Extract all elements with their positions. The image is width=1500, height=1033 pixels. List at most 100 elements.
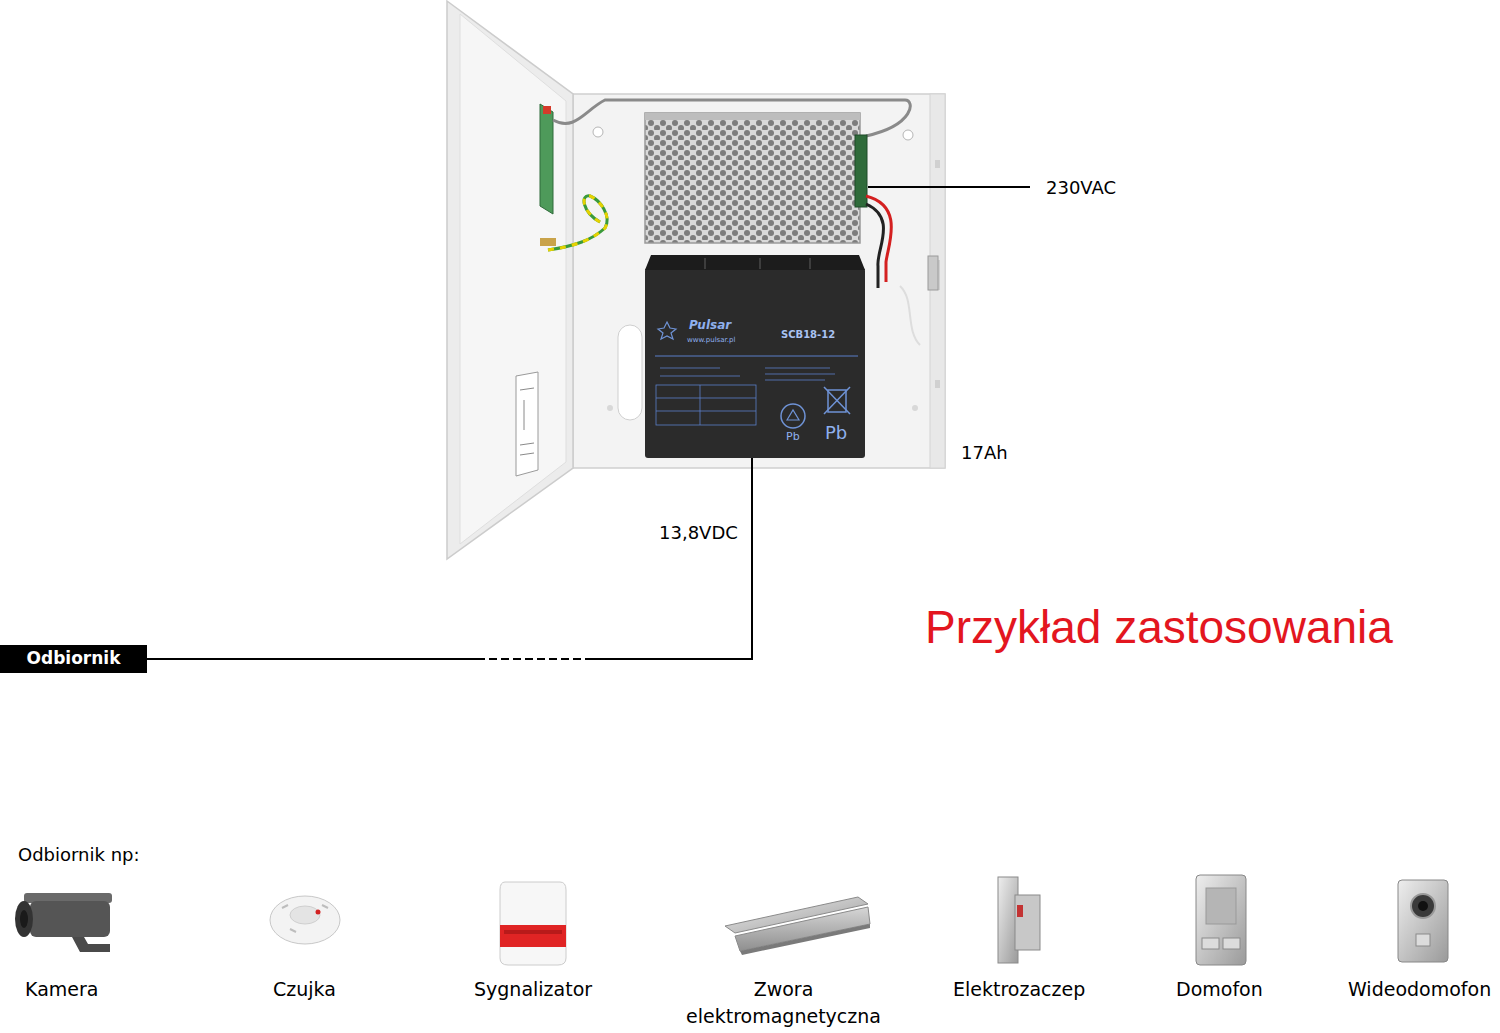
recycle-arrows	[787, 410, 799, 420]
voltage-label: 230VAC	[1046, 177, 1116, 199]
siren-lamp-line	[504, 930, 562, 934]
device-caption: Czujka	[273, 976, 336, 1003]
device-caption: Elektrozaczep	[953, 976, 1085, 1003]
sticker-line	[520, 443, 534, 445]
ridge	[704, 258, 706, 269]
psu-flange	[645, 113, 860, 120]
logo-star	[658, 322, 676, 339]
text-line	[660, 368, 720, 369]
device-caption: Domofon	[1176, 976, 1263, 1003]
enclosure-door	[447, 1, 573, 559]
videophone-panel	[1398, 880, 1448, 962]
device-caption: Wideodomofon	[1348, 976, 1491, 1003]
table-line	[656, 398, 756, 399]
brand-name: Pulsar	[689, 319, 731, 333]
detector-vents	[282, 905, 328, 932]
maglock-icon	[725, 897, 870, 955]
lid-ridges	[705, 258, 810, 269]
tamper-pcb	[540, 104, 553, 214]
videophone-icon	[1398, 880, 1448, 962]
receiver-name: Odbiornik	[27, 649, 121, 669]
power-cable	[147, 458, 752, 659]
detector-led	[316, 910, 321, 915]
device-caption: Zwora elektromagnetyczna	[676, 976, 891, 1030]
camera-glass	[20, 910, 28, 928]
intercom-icon	[1196, 875, 1246, 965]
table-line	[656, 411, 756, 412]
earth-wire	[548, 196, 607, 250]
battery-body	[645, 268, 865, 458]
intercom-panel	[1196, 875, 1246, 965]
device-caption: Kamera	[25, 976, 98, 1003]
vent	[290, 929, 296, 932]
strike-body	[1015, 895, 1040, 950]
lead-mark: Pb	[786, 431, 800, 444]
strike-detail	[1017, 905, 1023, 917]
camera-body	[30, 901, 110, 937]
siren-icon	[500, 882, 566, 965]
text-line	[765, 374, 835, 375]
videophone-button	[1416, 934, 1430, 946]
battery: Pulsar www.pulsar.pl SCB18-12Pb Pb	[645, 255, 865, 458]
siren-housing	[500, 882, 566, 965]
vent	[282, 905, 288, 908]
crossed-bin	[824, 387, 850, 414]
table-frame	[656, 385, 756, 425]
sticker-lines	[520, 388, 534, 455]
diagram-title: Przykład zastosowania	[925, 600, 1393, 655]
spec-table	[656, 368, 835, 425]
lead-mark: Pb	[825, 423, 847, 444]
label-rule	[655, 356, 858, 357]
tamper-switch	[928, 256, 938, 290]
mains-leader	[868, 186, 1030, 188]
cable-slot	[618, 325, 642, 420]
battery-wire-black	[866, 204, 884, 288]
terminal-block	[855, 135, 867, 207]
strike-icon	[998, 877, 1040, 963]
vent	[322, 905, 328, 908]
brand-url: www.pulsar.pl	[687, 336, 735, 344]
camera-lens	[15, 901, 33, 937]
sticker-line	[524, 400, 525, 430]
text-line	[765, 380, 825, 381]
vent	[935, 380, 940, 388]
intercom-button	[1202, 938, 1219, 949]
ridge	[759, 258, 761, 269]
battery-lid	[645, 255, 865, 270]
table-line	[700, 385, 701, 425]
intercom-grille	[1206, 888, 1236, 924]
sticker-line	[520, 453, 534, 455]
bin-cross	[824, 387, 850, 414]
mount-hole	[903, 130, 913, 140]
sticker-line	[520, 388, 534, 390]
intercom-button	[1223, 938, 1240, 949]
bin-cross	[824, 387, 850, 414]
edge-label: 13,8VDC	[657, 522, 740, 544]
mount-hole	[607, 405, 613, 411]
capacity-label: 17Ah	[961, 442, 1008, 464]
detector-body	[270, 896, 340, 944]
camera-icon	[15, 893, 112, 952]
mount-hole	[593, 127, 603, 137]
detector-icon	[270, 896, 340, 944]
pcb-connector	[543, 106, 551, 114]
receiver-box: Odbiornik	[0, 645, 147, 673]
enclosure-back	[573, 94, 945, 468]
camera-mount	[72, 937, 110, 952]
psu-module	[645, 113, 860, 243]
model-number: SCB18-12	[781, 329, 835, 341]
maglock-edge	[740, 924, 870, 955]
text-line	[660, 376, 740, 377]
siren-lamp	[500, 925, 566, 947]
text-line	[765, 368, 830, 369]
detector-chamber	[290, 906, 320, 924]
mount-hole	[912, 405, 918, 411]
device-caption: Sygnalizator	[474, 976, 592, 1003]
ridge	[809, 258, 811, 269]
videophone-camera	[1411, 894, 1435, 918]
door-sticker	[516, 372, 538, 476]
note-label: Odbiornik np:	[18, 844, 140, 866]
